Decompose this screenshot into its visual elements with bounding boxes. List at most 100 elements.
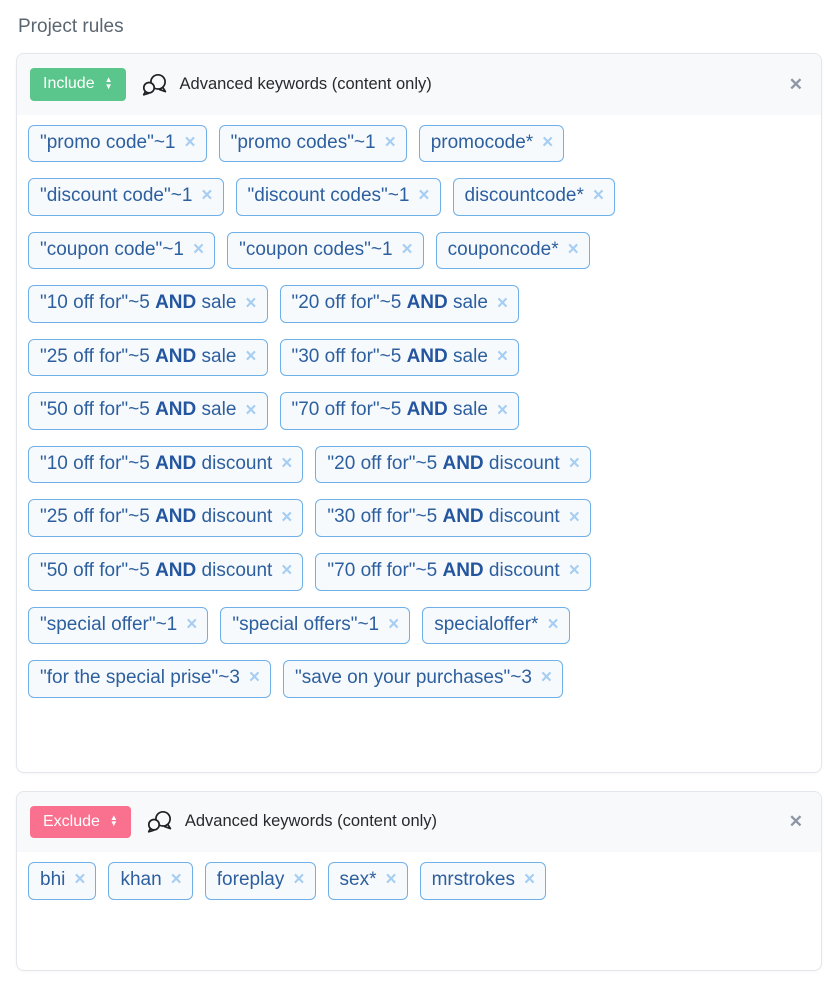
- remove-tag-icon[interactable]: ×: [192, 238, 205, 260]
- remove-tag-icon[interactable]: ×: [281, 560, 293, 582]
- keyword-tag[interactable]: "special offer"~1 ×: [28, 606, 209, 645]
- keyword-tag[interactable]: "10 off for"~5 AND sale×: [28, 285, 268, 323]
- remove-tag-icon[interactable]: ×: [540, 667, 553, 689]
- keyword-tag[interactable]: specialoffer*×: [422, 606, 570, 645]
- remove-tag-icon[interactable]: ×: [245, 399, 257, 421]
- keyword-tag[interactable]: "20 off for"~5 AND sale ×: [279, 285, 519, 323]
- remove-tag-icon[interactable]: ×: [388, 613, 400, 635]
- keyword-tag-text: couponcode*: [447, 238, 559, 260]
- keyword-tag-text: "30 off for"~5 AND sale: [291, 345, 488, 367]
- keyword-tag-text: "50 off for"~5 AND sale: [40, 399, 237, 421]
- include-mode-dropdown[interactable]: Include ▲▼: [30, 68, 126, 101]
- keyword-tag[interactable]: "coupon code"~1×: [28, 231, 216, 270]
- tag-row: "special offer"~1×"special offers"~1×spe…: [28, 606, 811, 645]
- keyword-tag-text: "20 off for"~5 AND sale: [291, 292, 488, 314]
- remove-tag-icon[interactable]: ×: [245, 346, 257, 368]
- remove-tag-icon[interactable]: ×: [567, 238, 579, 260]
- keyword-tag[interactable]: "30 off for"~5 AND sale ×: [279, 338, 519, 377]
- keyword-tag[interactable]: discountcode*×: [452, 178, 616, 216]
- remove-tag-icon[interactable]: ×: [523, 869, 536, 891]
- keyword-tag-text: "special offer"~1: [40, 613, 178, 635]
- tag-row: "25 off for"~5 AND discount×"30 off for"…: [28, 499, 811, 537]
- keyword-tag[interactable]: "discount code"~1 ×: [28, 178, 224, 216]
- tag-row: "discount code"~1×"discount codes"~1×dis…: [28, 178, 811, 216]
- remove-tag-icon[interactable]: ×: [547, 613, 559, 635]
- remove-tag-icon[interactable]: ×: [385, 869, 397, 891]
- rule-type-label: Advanced keywords (content only): [179, 74, 432, 93]
- keyword-tag-text: "special offers"~1: [232, 613, 380, 635]
- keyword-tag[interactable]: "promo codes"~1 ×: [218, 124, 407, 163]
- remove-tag-icon[interactable]: ×: [418, 185, 430, 207]
- keyword-tag-text: "promo codes"~1: [230, 131, 376, 153]
- keyword-tag-text: "25 off for"~5 AND sale: [40, 345, 237, 367]
- exclude-mode-dropdown[interactable]: Exclude ▲▼: [30, 805, 131, 839]
- rule-card-exclude: Exclude ▲▼ Advanced keywords (content on…: [16, 790, 822, 972]
- keyword-tag-text: promocode*: [430, 131, 534, 153]
- keyword-tag-text: "discount code"~1: [40, 185, 193, 207]
- mode-label: Include: [43, 75, 95, 92]
- keyword-tag-list: bhi×khan×foreplay×sex*×mrstrokes×: [17, 852, 821, 970]
- remove-tag-icon[interactable]: ×: [568, 506, 580, 528]
- remove-tag-icon[interactable]: ×: [201, 185, 213, 207]
- keyword-tag[interactable]: "25 off for"~5 AND sale ×: [28, 338, 268, 377]
- keyword-tag[interactable]: foreplay ×: [204, 862, 316, 900]
- keyword-tag[interactable]: "20 off for"~5 AND discount ×: [315, 445, 591, 484]
- remove-tag-icon[interactable]: ×: [542, 131, 554, 153]
- keyword-tag[interactable]: promocode* ×: [418, 124, 565, 163]
- keyword-tag[interactable]: khan ×: [108, 862, 193, 900]
- keyword-tag-text: "promo code"~1: [40, 131, 176, 153]
- mode-label: Exclude: [43, 812, 100, 830]
- keyword-tag[interactable]: "coupon codes"~1 ×: [227, 231, 424, 270]
- remove-tag-icon[interactable]: ×: [496, 399, 508, 421]
- remove-tag-icon[interactable]: ×: [281, 506, 293, 528]
- close-card-icon[interactable]: ✕: [788, 74, 803, 94]
- keyword-tag-text: "coupon codes"~1: [239, 238, 393, 260]
- remove-tag-icon[interactable]: ×: [74, 869, 86, 891]
- remove-tag-icon[interactable]: ×: [170, 869, 182, 891]
- tag-row: bhi×khan×foreplay×sex*×mrstrokes×: [28, 862, 811, 900]
- keyword-tag[interactable]: "save on your purchases"~3×: [283, 660, 564, 698]
- keyword-tag[interactable]: "30 off for"~5 AND discount×: [315, 499, 591, 537]
- remove-tag-icon[interactable]: ×: [281, 453, 293, 475]
- keyword-tag[interactable]: "70 off for"~5 AND discount ×: [315, 552, 591, 591]
- keyword-tag[interactable]: "10 off for"~5 AND discount×: [28, 445, 304, 484]
- keyword-tag-text: mrstrokes: [431, 869, 515, 891]
- remove-tag-icon[interactable]: ×: [248, 667, 261, 689]
- comments-icon: [147, 810, 173, 834]
- tag-row: "10 off for"~5 AND sale× "20 off for"~5 A…: [28, 285, 811, 323]
- keyword-tag[interactable]: "25 off for"~5 AND discount ×: [28, 499, 304, 537]
- remove-tag-icon[interactable]: ×: [592, 185, 605, 207]
- page-title: Project rules: [18, 16, 124, 37]
- keyword-tag-text: "25 off for"~5 AND discount: [40, 506, 273, 528]
- keyword-tag[interactable]: "for the special prise"~3×: [28, 660, 272, 698]
- keyword-tag[interactable]: "discount codes"~1×: [235, 178, 441, 216]
- keyword-tag[interactable]: "50 off for"~5 AND discount ×: [28, 552, 304, 591]
- keyword-tag[interactable]: "promo code"~1 ×: [28, 124, 207, 163]
- remove-tag-icon[interactable]: ×: [568, 560, 580, 582]
- dropdown-updown-icon: ▲▼: [104, 75, 113, 91]
- remove-tag-icon[interactable]: ×: [293, 869, 305, 891]
- keyword-tag[interactable]: bhi×: [28, 862, 97, 900]
- keyword-tag-text: khan: [120, 869, 162, 891]
- keyword-tag-text: "50 off for"~5 AND discount: [40, 559, 273, 581]
- remove-tag-icon[interactable]: ×: [401, 238, 413, 260]
- keyword-tag-text: foreplay: [216, 869, 285, 891]
- remove-tag-icon[interactable]: ×: [245, 292, 257, 314]
- remove-tag-icon[interactable]: ×: [186, 613, 198, 635]
- remove-tag-icon[interactable]: ×: [184, 131, 196, 153]
- keyword-tag[interactable]: mrstrokes ×: [419, 862, 547, 900]
- keyword-tag-text: "70 off for"~5 AND discount: [327, 559, 560, 581]
- remove-tag-icon[interactable]: ×: [496, 292, 508, 314]
- remove-tag-icon[interactable]: ×: [496, 346, 508, 368]
- keyword-tag[interactable]: "special offers"~1 ×: [220, 606, 411, 645]
- tag-row: "50 off for"~5 AND discount×"70 off for"…: [28, 552, 811, 591]
- keyword-tag[interactable]: "70 off for"~5 AND sale×: [279, 392, 519, 430]
- keyword-tag[interactable]: couponcode* ×: [435, 231, 590, 270]
- close-card-icon[interactable]: ✕: [788, 812, 803, 832]
- keyword-tag[interactable]: "50 off for"~5 AND sale ×: [28, 392, 268, 430]
- remove-tag-icon[interactable]: ×: [568, 453, 580, 475]
- keyword-tag-text: "20 off for"~5 AND discount: [327, 452, 560, 474]
- remove-tag-icon[interactable]: ×: [384, 131, 396, 153]
- keyword-tag[interactable]: sex*×: [327, 862, 408, 900]
- tag-row: "10 off for"~5 AND discount× "20 off for"…: [28, 445, 811, 484]
